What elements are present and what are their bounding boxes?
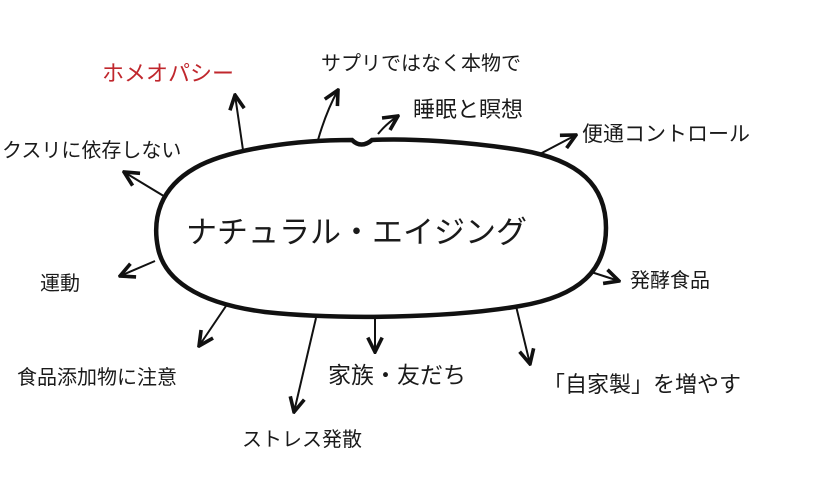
arrow-no-medicine <box>124 172 168 199</box>
center-oval <box>153 137 609 320</box>
branch-label-homeopathy: ホメオパシー <box>102 62 234 87</box>
branch-label-family: 家族・友だち <box>328 363 466 389</box>
branch-label-bowel: 便通コントロール <box>582 122 750 146</box>
arrow-bowel <box>537 135 576 156</box>
arrow-homeopathy <box>235 95 243 151</box>
arrow-additives <box>199 305 227 346</box>
branch-label-stress: ストレス発散 <box>242 427 362 451</box>
branch-label-sleep: 睡眠と瞑想 <box>413 98 523 123</box>
branch-label-supplements: サプリではなく本物で <box>321 51 521 75</box>
branch-label-homemade: 「自家製」を増やす <box>543 373 741 398</box>
branch-labels: ホメオパシー サプリではなく本物で 睡眠と瞑想 便通コントロール クスリに依存し… <box>2 51 750 451</box>
arrow-sleep <box>377 116 398 135</box>
center-label: ナチュラル・エイジング <box>186 215 527 251</box>
branch-label-fermented: 発酵食品 <box>630 268 710 292</box>
arrow-exercise <box>120 260 156 276</box>
arrow-stress <box>294 317 317 412</box>
branch-label-additives: 食品添加物に注意 <box>17 365 177 389</box>
arrows <box>120 90 619 412</box>
arrow-supplements <box>317 90 338 141</box>
branch-label-no-medicine: クスリに依存しない <box>2 138 181 162</box>
arrow-homemade <box>515 305 530 364</box>
branch-label-exercise: 運動 <box>40 271 80 295</box>
